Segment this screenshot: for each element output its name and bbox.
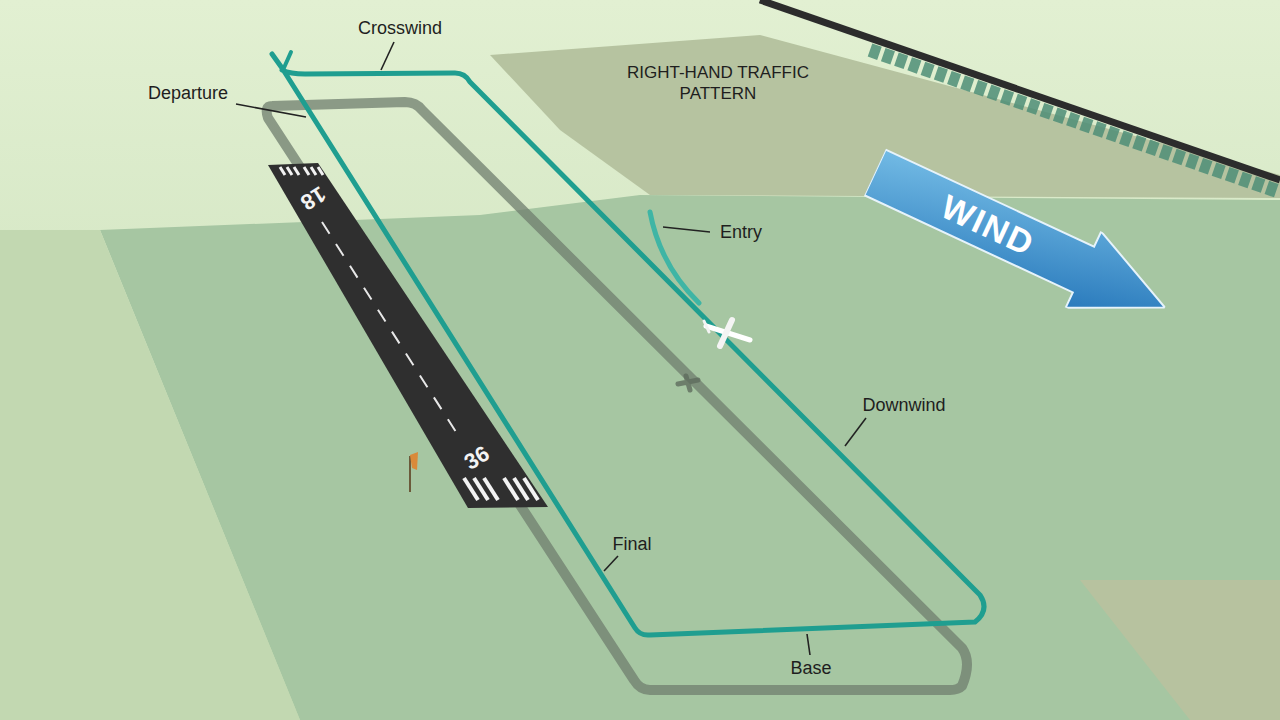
wind-arrow: WIND — [857, 134, 1183, 345]
leader-line — [845, 418, 866, 446]
leader-line — [807, 634, 810, 655]
leader-line — [236, 104, 306, 117]
leg-label: Entry — [720, 222, 762, 243]
wind-arrow-outline — [857, 134, 1183, 345]
entry-path — [650, 212, 699, 303]
threshold-marks-north — [280, 167, 323, 175]
threshold-bar — [524, 478, 538, 500]
farmland-patch — [1080, 580, 1280, 720]
leg-label: Base — [790, 658, 831, 679]
airplane-wing — [720, 320, 732, 346]
airplane — [704, 320, 750, 346]
airplane-shadow — [678, 376, 698, 390]
runway-centerline — [322, 222, 456, 432]
threshold-bar — [318, 167, 323, 175]
leader-lines — [236, 42, 866, 655]
diagram-title: RIGHT-HAND TRAFFIC PATTERN — [623, 62, 813, 105]
flight-path — [272, 54, 984, 635]
threshold-bar — [304, 167, 309, 175]
road — [760, 0, 1280, 180]
windsock — [410, 452, 418, 470]
threshold-bar — [311, 167, 316, 175]
threshold-bar — [287, 167, 292, 175]
leg-label: Final — [612, 534, 651, 555]
flight-path-fork — [283, 52, 291, 70]
leg-label: Crosswind — [358, 18, 442, 39]
threshold-marks-south — [464, 478, 538, 500]
threshold-bar — [280, 167, 285, 175]
leader-line — [381, 42, 394, 70]
runway-number: 18 — [296, 180, 331, 215]
threshold-bar — [484, 478, 498, 500]
leg-label: Downwind — [862, 395, 945, 416]
field-strip — [0, 230, 300, 720]
runway — [268, 163, 548, 508]
leader-line — [604, 556, 618, 571]
leader-line — [663, 227, 710, 232]
airplane-tail — [704, 321, 709, 332]
windsock-pole — [409, 456, 411, 492]
runway-number: 36 — [460, 440, 495, 475]
threshold-bar — [294, 167, 299, 175]
leg-label: Departure — [148, 83, 228, 104]
